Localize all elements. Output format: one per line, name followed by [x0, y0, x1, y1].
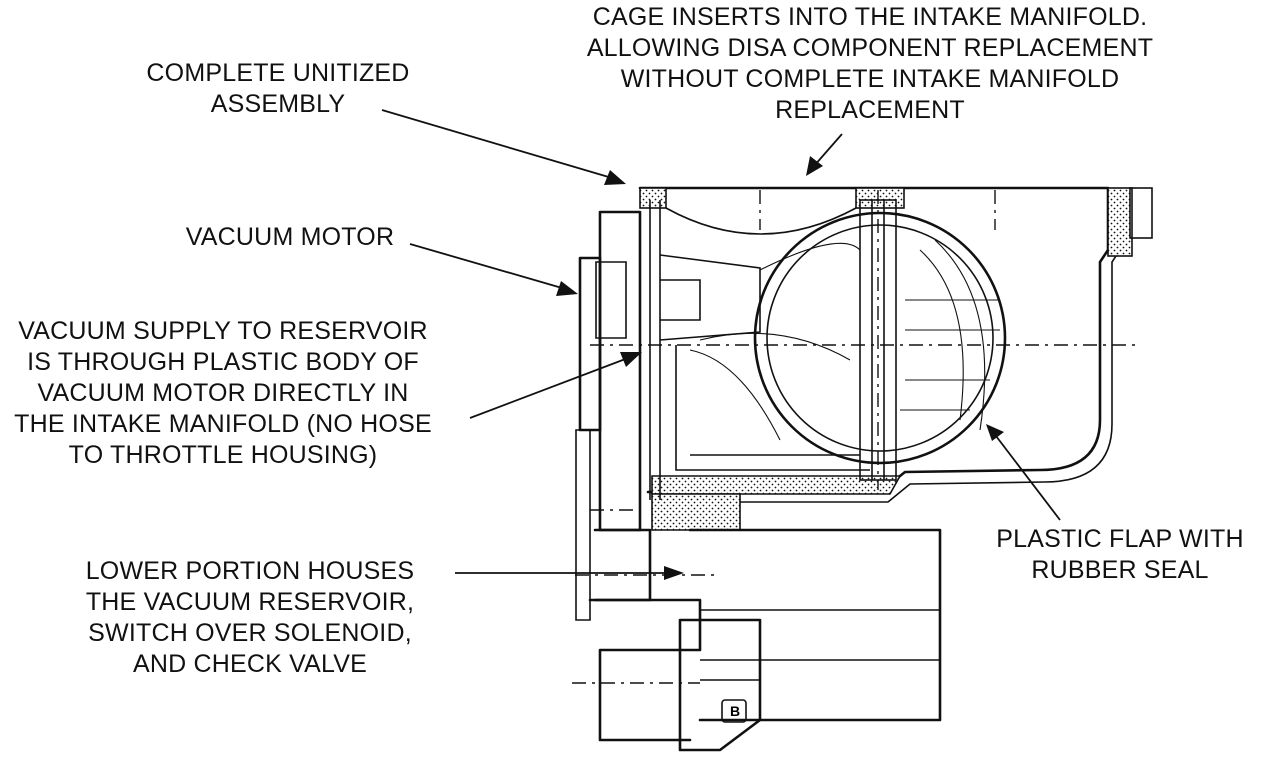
label-supply-line-5: TO THROTTLE HOUSING)	[68, 441, 378, 469]
label-lower-line-3: SWITCH OVER SOLENOID,	[88, 619, 412, 647]
label-lower-line-1: LOWER PORTION HOUSES	[85, 557, 415, 585]
label-vacuum-supply: VACUUM SUPPLY TO RESERVOIR IS THROUGH PL…	[0, 316, 446, 471]
label-flap-line-1: PLASTIC FLAP WITH	[996, 525, 1244, 553]
leader-unitized	[381, 109, 626, 185]
label-supply-line-2: IS THROUGH PLASTIC BODY OF	[27, 348, 419, 376]
plastic-flap	[753, 190, 1007, 490]
label-lower-line-4: AND CHECK VALVE	[132, 650, 368, 678]
label-vacuum-motor-line-1: VACUUM MOTOR	[185, 223, 395, 251]
leader-plastic-flap	[986, 424, 1061, 521]
label-supply-line-1: VACUUM SUPPLY TO RESERVOIR	[18, 317, 428, 345]
label-cage-line-3: WITHOUT COMPLETE INTAKE MANIFOLD	[620, 65, 1120, 93]
label-unitized-line-1: COMPLETE UNITIZED	[146, 59, 410, 87]
label-lower-line-2: THE VACUUM RESERVOIR,	[85, 588, 415, 616]
label-unitized-line-2: ASSEMBLY	[210, 90, 346, 118]
leader-vacuum-motor	[409, 243, 578, 296]
leader-vacuum-supply	[469, 352, 642, 419]
label-lower-portion: LOWER PORTION HOUSES THE VACUUM RESERVOI…	[60, 556, 440, 680]
lower-reservoir-housing	[572, 429, 942, 752]
label-cage-line-2: ALLOWING DISA COMPONENT REPLACEMENT	[586, 34, 1154, 62]
leader-cage	[806, 133, 843, 176]
leader-lower-portion	[455, 566, 684, 580]
label-complete-unitized-assembly: COMPLETE UNITIZED ASSEMBLY	[128, 58, 428, 120]
label-cage-line-4: REPLACEMENT	[775, 96, 965, 124]
label-supply-line-3: VACUUM MOTOR DIRECTLY IN	[37, 379, 409, 407]
vacuum-motor-body	[578, 200, 1140, 532]
label-flap-line-2: RUBBER SEAL	[1031, 556, 1209, 584]
label-vacuum-motor: VACUUM MOTOR	[160, 222, 420, 253]
label-supply-line-4: THE INTAKE MANIFOLD (NO HOSE	[14, 410, 432, 438]
part-marking: B	[729, 703, 741, 719]
cage-top-flange	[639, 187, 905, 235]
label-plastic-flap: PLASTIC FLAP WITH RUBBER SEAL	[975, 524, 1264, 586]
label-cage-inserts: CAGE INSERTS INTO THE INTAKE MANIFOLD. A…	[560, 2, 1180, 126]
label-cage-line-1: CAGE INSERTS INTO THE INTAKE MANIFOLD.	[592, 3, 1148, 31]
